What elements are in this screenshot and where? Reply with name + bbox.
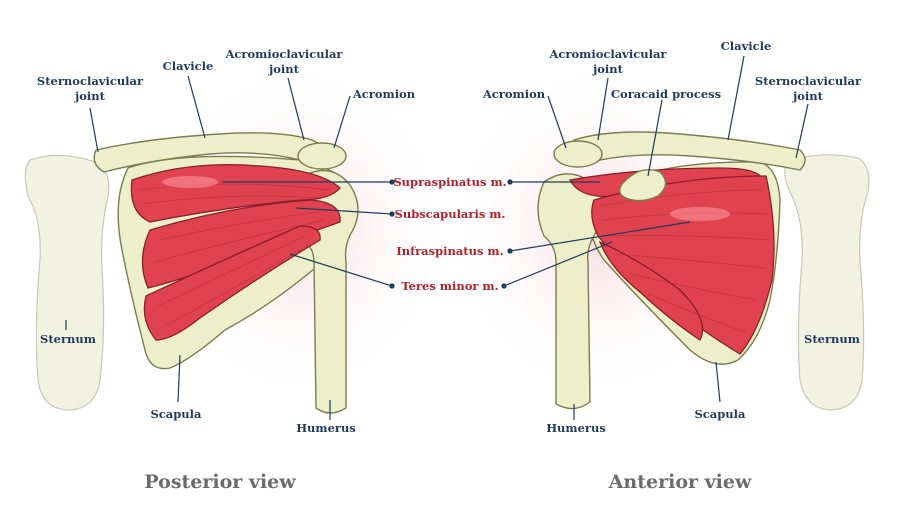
- posterior-view: Sternoclavicular joint Clavicle Acromioc…: [24, 47, 416, 435]
- posterior-acromion-bone: [297, 142, 347, 170]
- anterior-scapula-label: Scapula: [695, 407, 747, 421]
- posterior-scapula-label: Scapula: [151, 407, 203, 421]
- anterior-clavicle-label: Clavicle: [721, 39, 772, 53]
- teres-minor-label: Teres minor m.: [401, 279, 498, 293]
- posterior-acromioclavicular-label-line2: joint: [268, 62, 300, 76]
- anterior-acromion-bone: [553, 140, 603, 168]
- anterior-coracoid-leader: [647, 99, 663, 177]
- anterior-clavicle-leader: [727, 55, 745, 141]
- anterior-muscle-highlight: [670, 207, 730, 221]
- anterior-acromion-leader: [547, 95, 567, 149]
- anterior-coracoid-bone: [619, 169, 667, 202]
- anterior-humerus-label: Humerus: [546, 421, 606, 435]
- anterior-sternoclavicular-label: Sternoclavicular: [755, 74, 862, 88]
- teres-minor-dot-left: [389, 283, 395, 289]
- posterior-sternum-bone: [24, 154, 110, 411]
- posterior-acromion-label: Acromion: [352, 87, 416, 101]
- posterior-sternum-label: Sternum: [40, 332, 96, 346]
- posterior-teres-minor-muscle: [143, 225, 321, 341]
- teres-minor-leader-right: [503, 241, 613, 287]
- subscapularis-label: Subscapularis m.: [395, 207, 506, 221]
- supraspinatus-dot-left: [389, 179, 395, 185]
- anterior-scapula-leader: [715, 361, 721, 403]
- anterior-sternoclavicular-label-line2: joint: [792, 89, 824, 103]
- posterior-acromion-leader: [333, 95, 351, 149]
- anterior-teres-muscle: [598, 240, 704, 341]
- posterior-clavicle-label: Clavicle: [163, 59, 214, 73]
- posterior-sternoclavicular-label-line2: joint: [74, 89, 106, 103]
- muscle-labels: Supraspinatus m. Subscapularis m. Infras…: [222, 175, 691, 293]
- infraspinatus-leader-right: [509, 221, 691, 252]
- anterior-coracoid-label: Coracaid process: [611, 87, 721, 101]
- subscapularis-leader-left: [295, 207, 393, 215]
- anterior-sternoclavicular-leader: [795, 103, 809, 159]
- posterior-scapula-leader: [177, 354, 181, 403]
- teres-minor-leader-left: [289, 253, 393, 287]
- posterior-humerus-label: Humerus: [296, 421, 356, 435]
- posterior-clavicle-leader: [187, 75, 206, 139]
- posterior-acromioclavicular-leader: [287, 77, 305, 141]
- anterior-sternum-label: Sternum: [804, 332, 860, 346]
- posterior-sternoclavicular-leader: [89, 107, 99, 153]
- posterior-view-title: Posterior view: [144, 471, 296, 493]
- anterior-acromioclavicular-leader: [597, 77, 609, 141]
- anterior-view-title: Anterior view: [608, 471, 752, 493]
- posterior-sternoclavicular-label: Sternoclavicular: [37, 74, 144, 88]
- anterior-muscle-fibers: [599, 189, 771, 333]
- posterior-muscle-highlight: [162, 176, 218, 188]
- anterior-view: Acromioclavicular joint Clavicle Acromio…: [482, 39, 870, 435]
- supraspinatus-label: Supraspinatus m.: [393, 175, 506, 189]
- anterior-acromioclavicular-label-line2: joint: [592, 62, 624, 76]
- anterior-sternum-bone: [784, 154, 870, 411]
- posterior-acromioclavicular-label: Acromioclavicular: [225, 47, 344, 61]
- anterior-acromioclavicular-label: Acromioclavicular: [549, 47, 668, 61]
- infraspinatus-label: Infraspinatus m.: [396, 244, 503, 258]
- subscapularis-dot: [389, 211, 395, 217]
- anterior-acromion-label: Acromion: [482, 87, 546, 101]
